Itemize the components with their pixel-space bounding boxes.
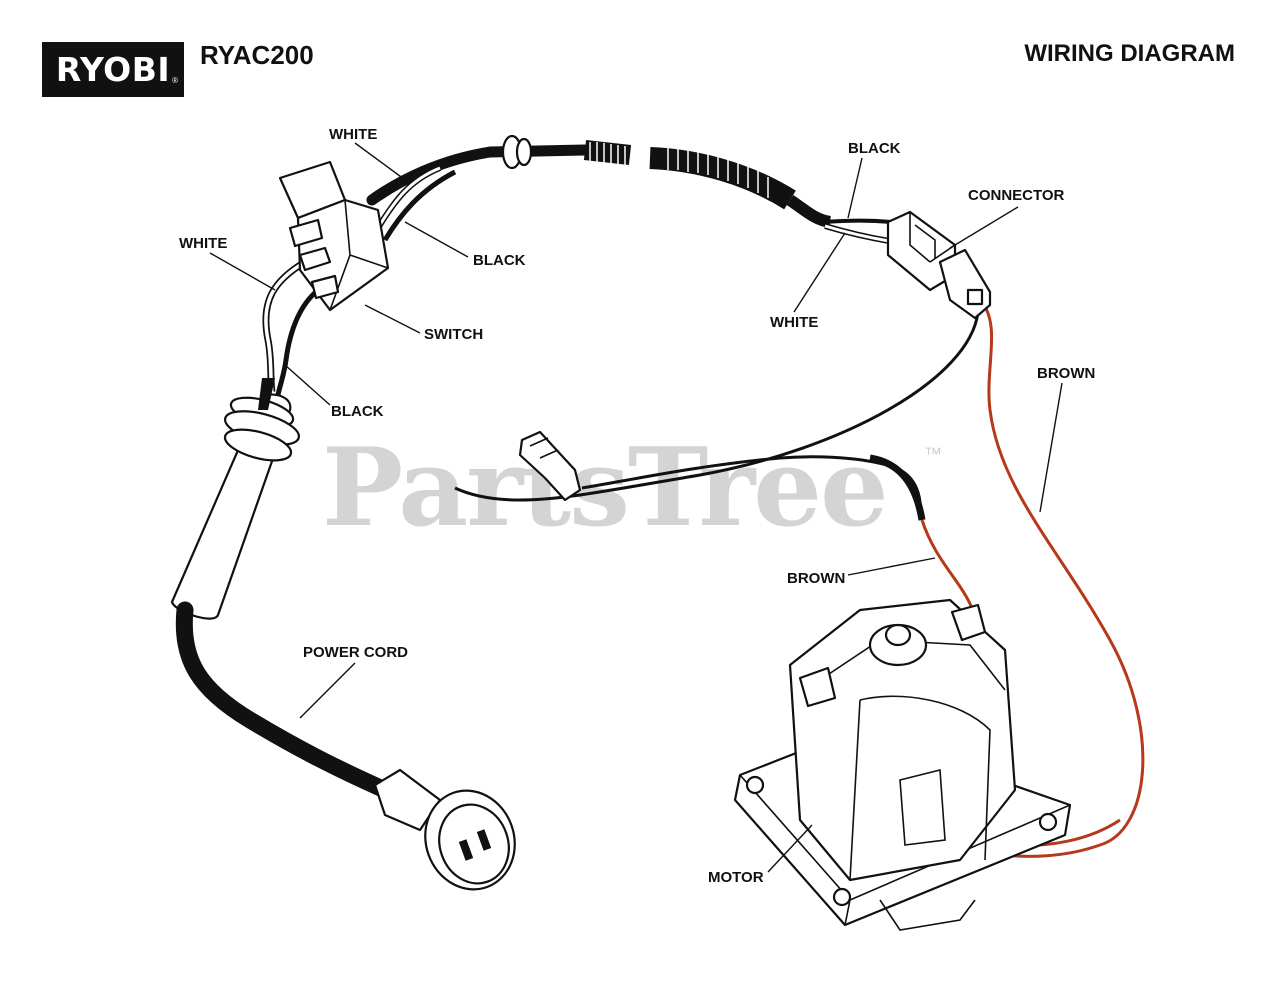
power-plug — [373, 768, 516, 891]
cord-strain-relief — [170, 378, 300, 620]
brand-text: RYOBI — [55, 50, 171, 89]
harness-cable — [366, 144, 591, 206]
motor-lead-sleeve — [869, 454, 926, 521]
label-black-switch: BLACK — [473, 252, 526, 269]
power-cord-cable — [175, 601, 394, 799]
bullet-connector — [518, 430, 582, 502]
connector-black-wire — [824, 218, 893, 224]
harness-black-wire — [382, 169, 457, 242]
spring-strain-relief-right — [649, 147, 832, 228]
label-motor: MOTOR — [708, 869, 764, 886]
label-black-connector: BLACK — [848, 140, 901, 157]
label-brown-motor: BROWN — [787, 570, 845, 587]
wire-connector — [886, 210, 992, 320]
label-connector: CONNECTOR — [968, 187, 1065, 204]
black-wire-bullet — [581, 455, 922, 516]
watermark-trademark: ™ — [924, 444, 942, 464]
watermark: PartsTree — [322, 425, 889, 551]
label-black-cord: BLACK — [331, 403, 384, 420]
harness-grommet — [501, 134, 533, 170]
label-white-connector: WHITE — [770, 314, 818, 331]
black-wire-loop — [454, 311, 980, 502]
ryobi-logo: RYOBI ® — [42, 42, 184, 97]
spring-strain-relief-left — [583, 140, 632, 166]
model-number: RYAC200 — [200, 40, 314, 70]
label-white-top: WHITE — [329, 126, 377, 143]
label-switch: SWITCH — [424, 326, 483, 343]
label-power-cord: POWER CORD — [303, 644, 408, 661]
power-switch — [278, 160, 390, 312]
switch-black-wire — [275, 288, 320, 396]
label-brown-right: BROWN — [1037, 365, 1095, 382]
label-white-left: WHITE — [179, 235, 227, 252]
motor — [733, 598, 1072, 931]
page-title: WIRING DIAGRAM — [1024, 40, 1235, 67]
leader-lines — [209, 142, 1063, 873]
